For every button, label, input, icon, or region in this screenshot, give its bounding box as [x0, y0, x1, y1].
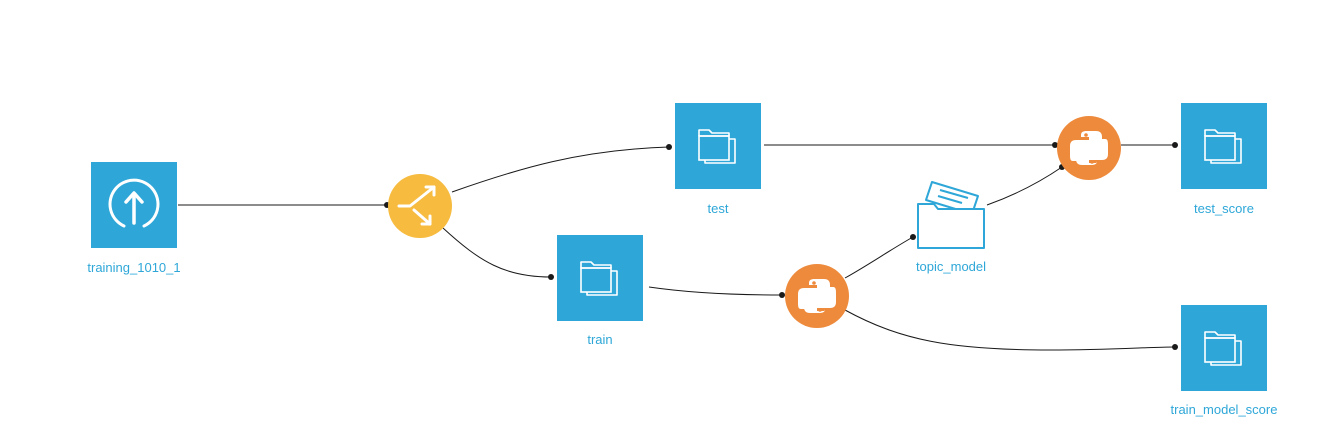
node-label: train_model_score	[1171, 402, 1278, 417]
edge-topic-model-to-python2	[986, 166, 1063, 206]
python-recipe-node-2[interactable]	[1057, 116, 1121, 180]
edge-train-to-python1	[648, 286, 783, 296]
dataset-tile	[1181, 305, 1267, 391]
dataset-node-test[interactable]: test	[675, 103, 761, 216]
edge-python1-to-topic-model	[844, 236, 914, 279]
node-label: train	[587, 332, 612, 347]
node-label: test_score	[1194, 201, 1254, 216]
dataset-tile	[675, 103, 761, 189]
python-icon	[1070, 131, 1108, 165]
edge-split-to-test	[451, 146, 670, 193]
node-label: training_1010_1	[87, 260, 180, 275]
python-recipe-node-1[interactable]	[785, 264, 849, 328]
split-recipe-node[interactable]	[388, 174, 452, 238]
dataset-node-train-model-score[interactable]: train_model_score	[1171, 305, 1278, 417]
managed-folder-node-topic-model[interactable]: topic_model	[916, 181, 986, 274]
python-icon	[798, 279, 836, 313]
dataset-node-test-score[interactable]: test_score	[1181, 103, 1267, 216]
edge-split-to-train	[442, 227, 552, 278]
node-label: test	[708, 201, 729, 216]
upload-icon	[108, 178, 160, 228]
open-folder-icon	[917, 181, 985, 249]
dataset-node-training-1010-1[interactable]: training_1010_1	[87, 162, 181, 275]
dataset-node-train[interactable]: train	[557, 235, 643, 347]
split-icon	[397, 185, 436, 226]
edges	[178, 142, 1178, 351]
node-label: topic_model	[916, 259, 986, 274]
dataset-tile	[557, 235, 643, 321]
dataset-tile	[1181, 103, 1267, 189]
edge-python1-to-train-model-score	[844, 309, 1176, 351]
split-recipe-circle	[388, 174, 452, 238]
